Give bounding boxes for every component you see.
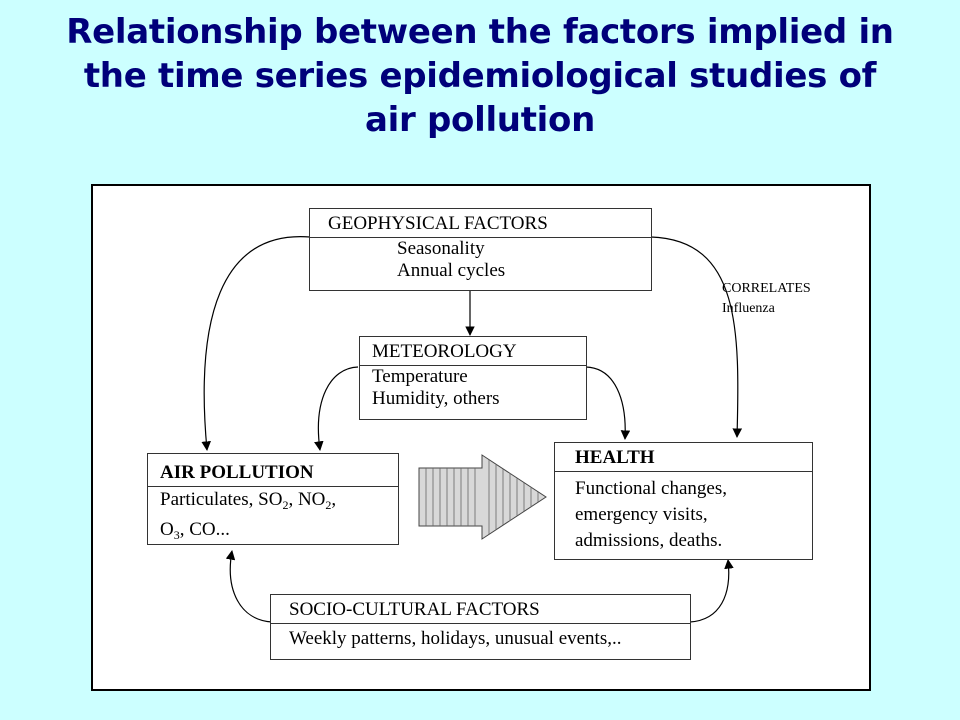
arrow-geo-to-airpollution bbox=[201, 236, 311, 451]
air-pollution-header: AIR POLLUTION bbox=[148, 454, 398, 487]
title-line-1: Relationship between the factors implied… bbox=[66, 12, 894, 52]
health-header: HEALTH bbox=[555, 443, 812, 472]
arrow-met-to-health bbox=[585, 366, 631, 440]
slide-title: Relationship between the factors implied… bbox=[0, 10, 960, 142]
geophysical-factors-box: GEOPHYSICAL FACTORS Seasonality Annual c… bbox=[309, 208, 652, 291]
meteorology-item: Temperature bbox=[372, 366, 468, 387]
correlates-item: Influenza bbox=[722, 301, 775, 316]
socio-cultural-header: SOCIO-CULTURAL FACTORS bbox=[271, 595, 690, 624]
title-line-2: the time series epidemiological studies … bbox=[83, 56, 877, 96]
geophysical-item: Seasonality bbox=[397, 238, 485, 259]
big-block-arrow bbox=[418, 454, 547, 540]
socio-cultural-box: SOCIO-CULTURAL FACTORS Weekly patterns, … bbox=[270, 594, 691, 660]
health-box: HEALTH Functional changes, emergency vis… bbox=[554, 442, 813, 560]
correlates-header: CORRELATES bbox=[722, 281, 811, 296]
air-pollution-pollutants-line1: Particulates, SO2, NO2, bbox=[160, 489, 337, 512]
geophysical-header: GEOPHYSICAL FACTORS bbox=[310, 209, 651, 238]
arrow-socio-to-health bbox=[689, 559, 734, 623]
health-item: Functional changes, bbox=[575, 478, 727, 499]
meteorology-header: METEOROLOGY bbox=[360, 337, 586, 366]
title-line-3: air pollution bbox=[365, 100, 595, 140]
health-item: emergency visits, bbox=[575, 504, 708, 525]
arrow-met-to-airpollution bbox=[314, 366, 359, 451]
arrow-socio-to-airpollution bbox=[225, 550, 273, 623]
air-pollution-box: AIR POLLUTION Particulates, SO2, NO2, O3… bbox=[147, 453, 399, 545]
geophysical-item: Annual cycles bbox=[397, 260, 506, 281]
arrow-geo-to-health bbox=[650, 236, 743, 438]
meteorology-box: METEOROLOGY Temperature Humidity, others bbox=[359, 336, 587, 420]
correlates-label: CORRELATES Influenza bbox=[722, 279, 811, 319]
health-item: admissions, deaths. bbox=[575, 530, 723, 551]
socio-cultural-item: Weekly patterns, holidays, unusual event… bbox=[289, 628, 622, 649]
air-pollution-pollutants-line2: O3, CO... bbox=[160, 519, 230, 542]
meteorology-item: Humidity, others bbox=[372, 388, 500, 409]
